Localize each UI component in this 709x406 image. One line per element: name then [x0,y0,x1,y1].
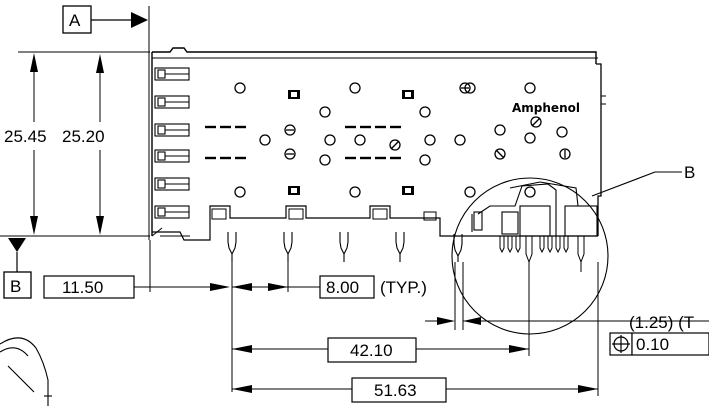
dim-span-total: 51.63 [374,381,417,400]
span-pins-dimension [232,272,530,363]
connector-housing [151,47,606,241]
datum-b-label: B [10,277,21,296]
pins [227,232,463,262]
datum-b-flag: B [3,238,32,299]
dim-left-offset: 11.50 [62,278,103,297]
brand-logo: Amphenol [512,101,580,115]
pitch-dimensions [43,240,375,392]
detail-b-label: B [684,163,695,182]
detail-pitch-dimension [425,262,709,330]
dim-height-inner: 25.20 [62,127,105,146]
adjacent-view-fragment [0,337,52,406]
height-dimensions [0,51,150,237]
dim-height-outer: 25.45 [4,127,47,146]
dim-detail-pitch: (1.25) (T [629,313,694,332]
datum-a-label: A [69,11,81,30]
datum-a-flag: A [62,5,150,240]
dim-pitch-suffix: (TYP.) [380,278,427,297]
port-latches [154,67,190,219]
tolerance-frame [609,332,709,356]
detail-b-region [451,171,682,335]
tolerance-value: 0.10 [636,335,669,354]
dim-span-pins: 42.10 [350,341,393,360]
span-total-dimension [232,262,599,403]
shield-features [205,82,571,198]
dim-pitch-value: 8.00 [326,278,359,297]
